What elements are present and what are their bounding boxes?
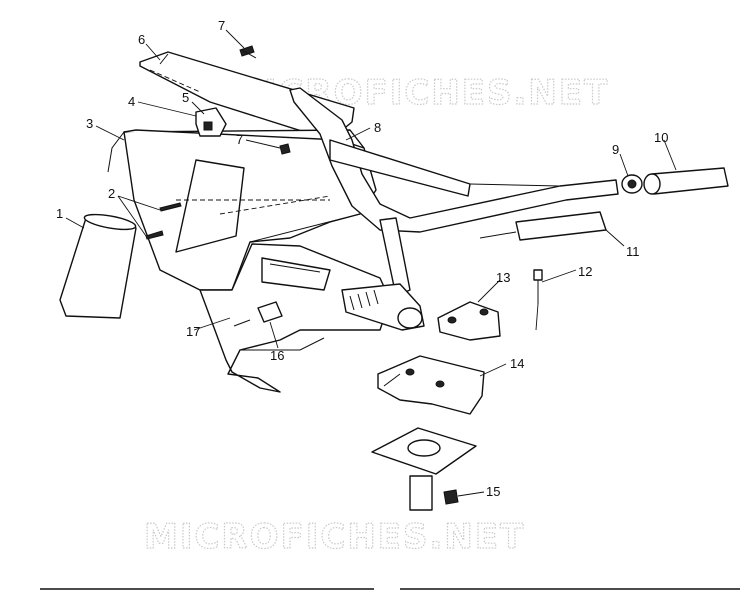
callout-12: 12 [578,264,592,279]
callout-8: 8 [374,120,381,135]
part-10-grip [643,167,729,195]
callout-17: 17 [186,324,200,339]
part-1-lens [59,213,137,319]
callout-7-lower: 7 [236,132,243,147]
part-8-column-spline [341,283,425,331]
watermark-bottom: MICROFICHES.NET [144,517,525,557]
callout-10: 10 [654,130,668,145]
callout-11: 11 [626,244,640,259]
callout-6: 6 [138,32,145,47]
callout-4: 4 [128,94,135,109]
part-11-throttle-grip [479,211,607,241]
part-17-lower-nacelle [199,243,391,393]
part-13-upper-clamp [437,301,501,341]
part-7-bolt-upper [239,45,257,59]
part-9-grip-end [621,174,643,194]
part-15-mount-plate [371,427,477,511]
callout-16: 16 [270,348,284,363]
callout-3: 3 [86,116,93,131]
part-12-bolt [533,269,543,331]
callout-1: 1 [56,206,63,221]
part-2-screws [145,202,182,240]
callout-14: 14 [510,356,524,371]
part-3-headlight-pod [107,129,377,291]
callout-7-upper: 7 [218,18,225,33]
callout-13: 13 [496,270,510,285]
callout-15: 15 [486,484,500,499]
callout-labels: 1 2 3 4 5 6 7 7 8 9 10 11 12 13 14 15 16… [56,18,668,499]
part-16-bracket [233,301,283,327]
leader-lines [65,29,677,497]
part-7-bolt-lower [279,143,291,155]
part-5-switch [195,107,227,137]
callout-9: 9 [612,142,619,157]
part-8-handlebar [289,87,619,297]
callout-5: 5 [182,90,189,105]
callout-2: 2 [108,186,115,201]
part-14-lower-clamp [377,355,485,415]
